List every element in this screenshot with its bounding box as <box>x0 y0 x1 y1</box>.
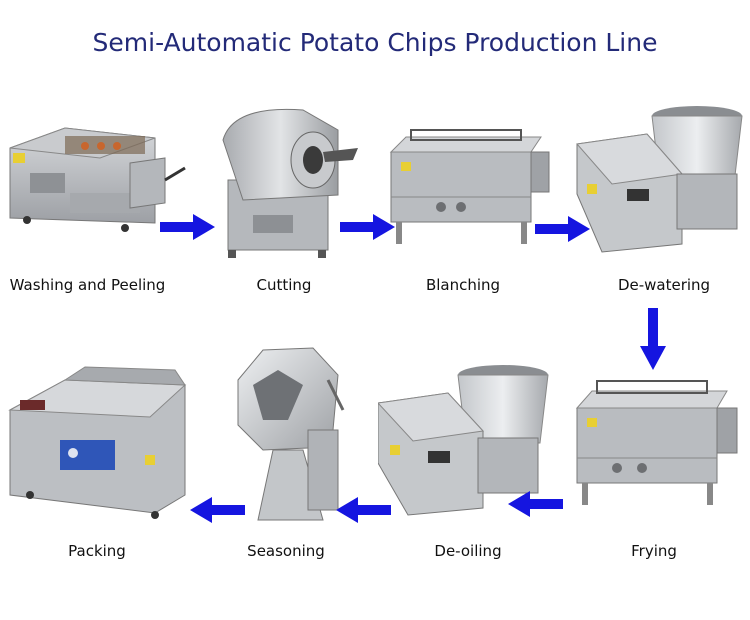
dewatering-machine <box>572 104 747 259</box>
step-label: De-oiling <box>434 542 502 560</box>
arrow-left-icon <box>336 497 391 523</box>
arrow-left-icon <box>190 497 245 523</box>
arrow-down-icon <box>640 308 666 370</box>
packing-machine <box>5 365 190 520</box>
frying-machine <box>572 373 747 508</box>
step-label: Seasoning <box>247 542 325 560</box>
washing-peeling-machine <box>5 108 190 243</box>
step-label: Washing and Peeling <box>9 276 166 294</box>
arrow-right-icon <box>340 214 395 240</box>
step-label: Blanching <box>425 276 501 294</box>
step-label: Frying <box>631 542 677 560</box>
arrow-right-icon <box>160 214 215 240</box>
arrow-right-icon <box>535 216 590 242</box>
step-label: Cutting <box>256 276 312 294</box>
step-label: Packing <box>68 542 126 560</box>
step-label: De-watering <box>617 276 711 294</box>
page-title: Semi-Automatic Potato Chips Production L… <box>92 28 658 57</box>
blanching-machine <box>386 122 551 247</box>
deoiling-machine <box>378 363 553 523</box>
cutting-machine <box>213 100 358 260</box>
arrow-left-icon <box>508 491 563 517</box>
seasoning-machine <box>228 340 358 525</box>
